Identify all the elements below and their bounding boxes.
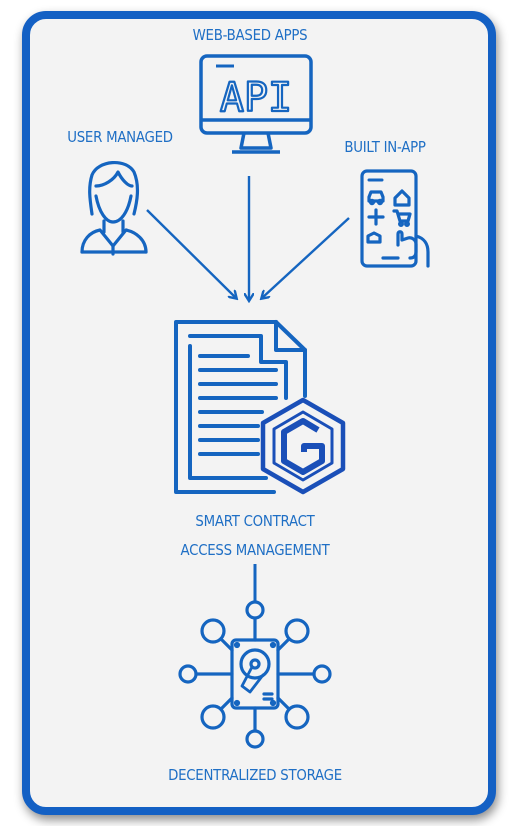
decentralized-storage-label: DECENTRALIZED STORAGE — [168, 766, 342, 784]
hexagon-logo-icon — [260, 397, 346, 495]
arrow-user-to-contract — [146, 209, 236, 298]
monitor-api-icon: API — [199, 54, 313, 154]
smartphone-apps-icon — [360, 169, 430, 268]
document-icon — [174, 320, 307, 494]
built-in-app-label: BUILT IN-APP — [344, 138, 426, 156]
web-based-apps-label: WEB-BASED APPS — [192, 26, 308, 44]
hard-drive-network-icon — [178, 600, 332, 749]
access-management-label: ACCESS MANAGEMENT — [180, 541, 330, 559]
arrow-built-to-contract — [262, 217, 350, 298]
api-text: API — [220, 75, 292, 121]
user-managed-label: USER MANAGED — [67, 128, 173, 146]
user-icon — [80, 161, 148, 256]
smart-contract-label: SMART CONTRACT — [195, 512, 315, 530]
arrows — [146, 176, 350, 300]
